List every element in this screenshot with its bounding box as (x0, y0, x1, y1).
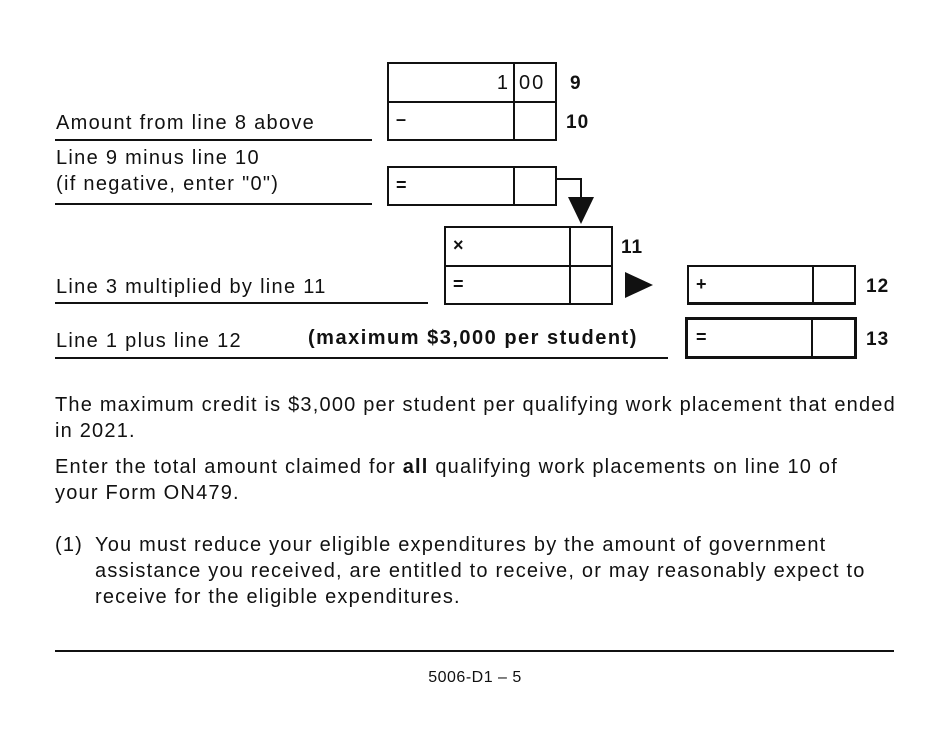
footnote-text: You must reduce your eligible expenditur… (95, 534, 866, 608)
cents-divider (569, 228, 571, 303)
line-number-9: 9 (570, 73, 582, 94)
line-13-cents-field[interactable] (813, 320, 853, 356)
enter-total-text-bold: all (402, 456, 429, 478)
line-11-result-cents-field[interactable] (571, 266, 611, 303)
cents-divider (513, 168, 515, 204)
line-9-10-box (387, 62, 557, 141)
line-13-box (685, 317, 857, 359)
line-10-label: Amount from line 8 above (56, 112, 316, 134)
line-13-dollars-field[interactable] (688, 320, 810, 356)
line-9-minus-10-underline (55, 203, 372, 205)
line-10-dollars-field[interactable] (389, 101, 512, 139)
line-13-label: Line 1 plus line 12 (56, 330, 242, 352)
line-11-result-dollars-field[interactable] (446, 266, 568, 303)
line-9-minus-10-dollars-field[interactable] (389, 168, 512, 204)
enter-total-text-pre: Enter the total amount claimed for (55, 456, 403, 478)
footnote-marker: (1) (55, 534, 84, 556)
line-11-cents-field[interactable] (571, 228, 611, 264)
equals-operator: = (696, 327, 707, 347)
line-9-cents-field[interactable]: 00 (519, 72, 546, 94)
line-13-underline (55, 357, 668, 359)
line-9-minus-10-cents-field[interactable] (514, 168, 555, 204)
line-10-underline (55, 139, 372, 141)
line-number-12: 12 (866, 276, 890, 297)
line-11-dollars-field[interactable] (446, 228, 568, 264)
row-divider (389, 101, 555, 103)
max-credit-note: The maximum credit is $3,000 per student… (55, 394, 896, 442)
cents-divider (513, 64, 515, 139)
arrow-right-icon (625, 272, 653, 298)
cents-divider (812, 267, 814, 302)
minus-operator: – (396, 109, 407, 129)
line-12-box (687, 265, 856, 305)
enter-total-note: Enter the total amount claimed for all q… (55, 454, 855, 506)
line-9-dollars-field[interactable]: 1 (496, 72, 508, 94)
equals-operator: = (396, 175, 407, 195)
line-10-cents-field[interactable] (514, 101, 555, 139)
line-number-11: 11 (621, 237, 644, 258)
line-11-result-label: Line 3 multiplied by line 11 (56, 276, 327, 298)
plus-operator: + (696, 274, 707, 294)
footer-rule (55, 650, 894, 652)
line-9-minus-10-label-2: (if negative, enter "0") (56, 173, 280, 195)
line-12-dollars-field[interactable] (689, 267, 811, 303)
arrow-down-connector-icon (557, 178, 594, 224)
line-13-maximum-note: (maximum $3,000 per student) (308, 327, 638, 349)
equals-operator: = (453, 274, 464, 294)
line-11-result-underline (55, 302, 428, 304)
cents-divider (811, 320, 813, 356)
line-number-13: 13 (866, 329, 890, 350)
line-number-10: 10 (566, 112, 590, 133)
line-11-box (444, 226, 613, 305)
enter-total-text-post: qualifying work placements on line 10 of… (55, 456, 838, 504)
line-9-minus-10-label-1: Line 9 minus line 10 (56, 147, 260, 169)
row-divider (446, 265, 611, 267)
line-12-cents-field[interactable] (814, 267, 854, 303)
times-operator: × (453, 235, 464, 255)
page-number: 5006-D1 – 5 (428, 669, 522, 686)
line-9-minus-10-box (387, 166, 557, 206)
